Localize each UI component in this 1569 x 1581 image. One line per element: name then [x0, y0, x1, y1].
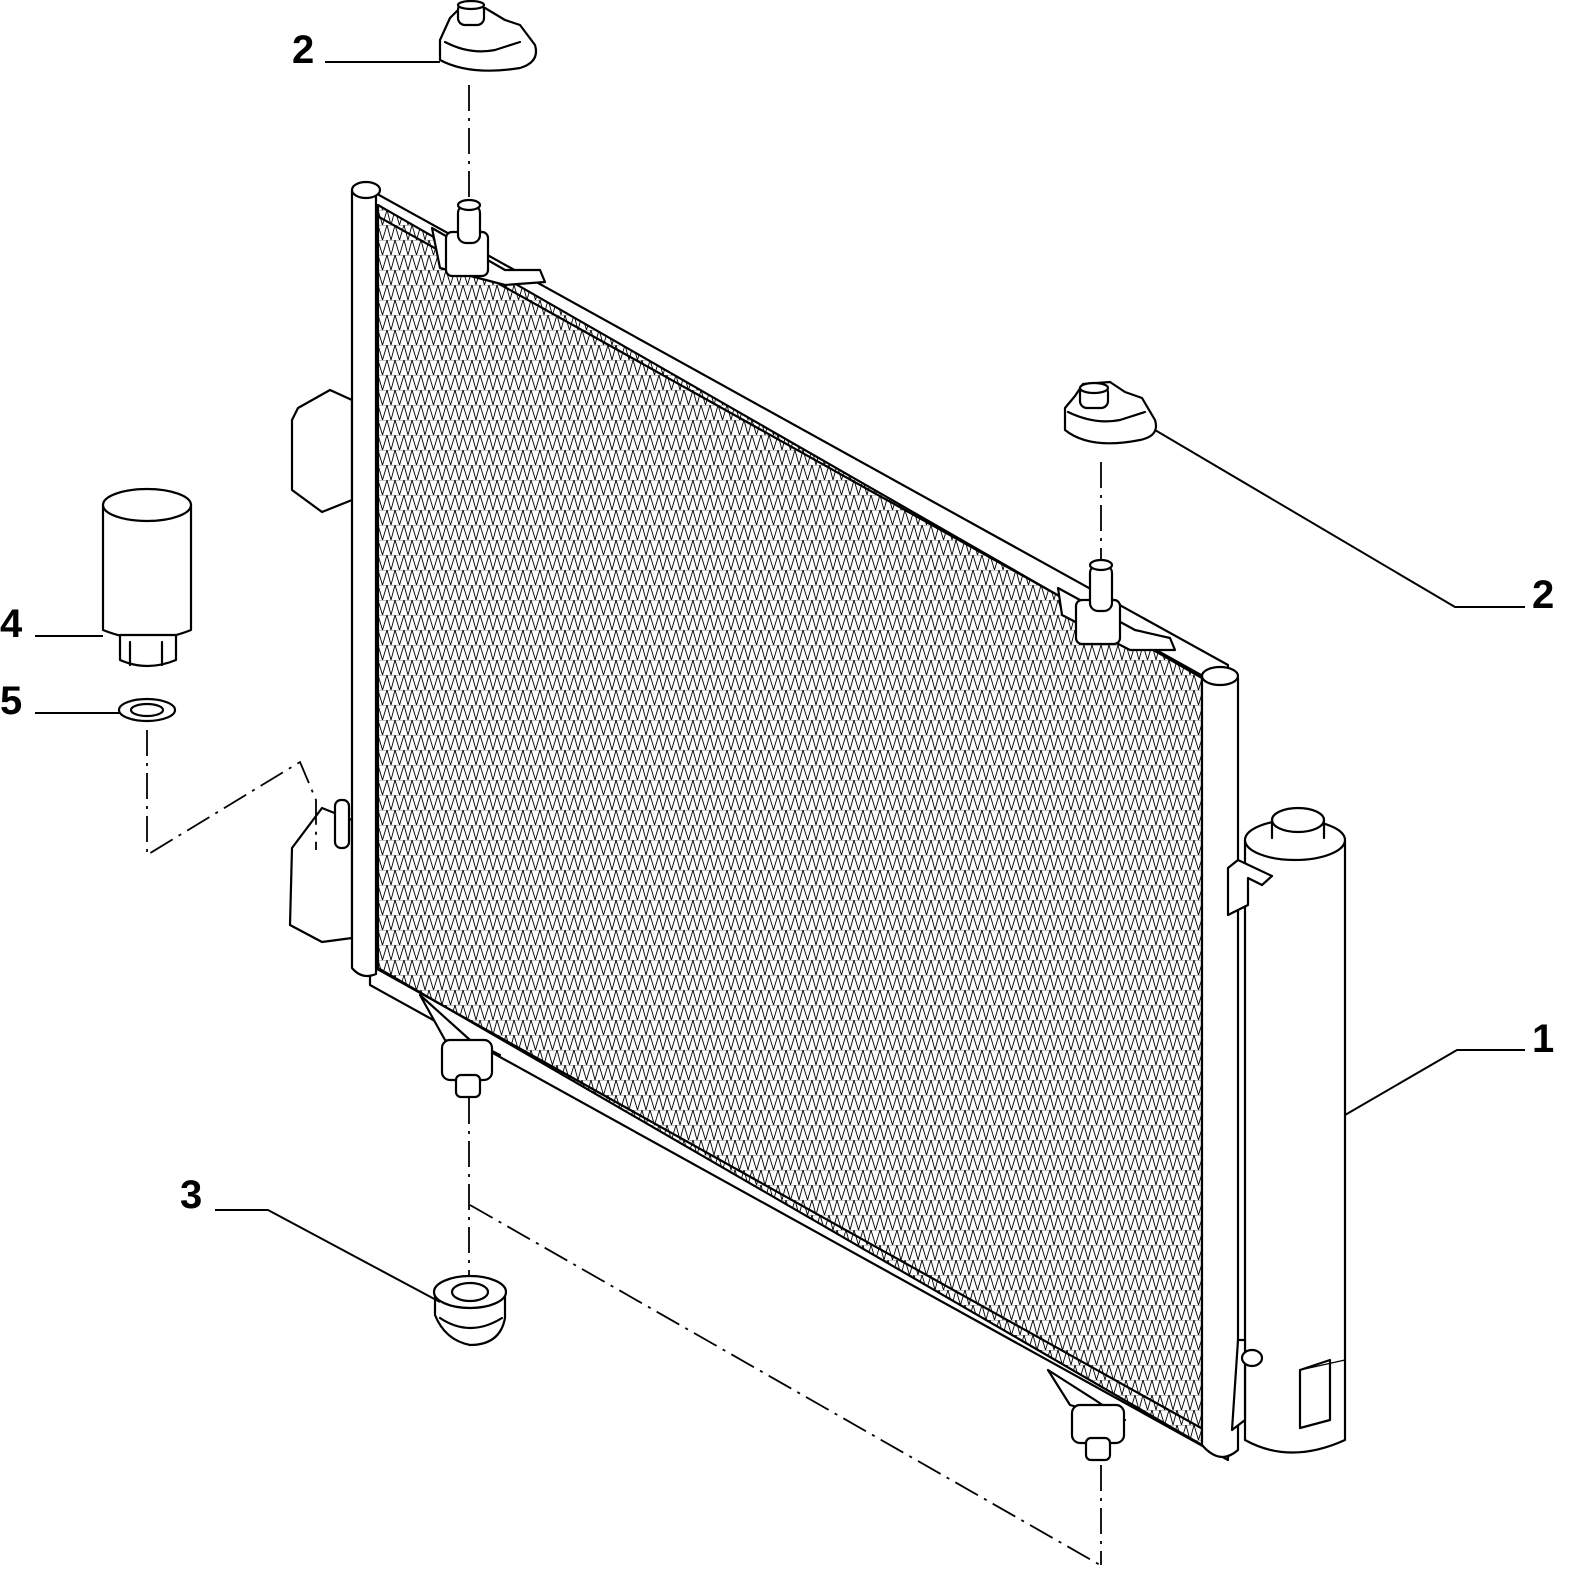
receiver-port: [1240, 1348, 1264, 1368]
fin-matrix: [378, 205, 1202, 1445]
filter-cartridge: [101, 487, 193, 668]
callout-2-top-left: 2: [292, 28, 314, 72]
alignment-lines: [146, 85, 1102, 1566]
grommet-bottom: [432, 1274, 508, 1347]
left-tank: [350, 188, 378, 978]
callout-2-right: 2: [1532, 573, 1554, 617]
callout-4: 4: [0, 602, 23, 646]
rubber-mount-top-right: [1063, 380, 1158, 445]
callout-3: 3: [180, 1173, 202, 1217]
bottom-right-pin: [1084, 1436, 1112, 1462]
left-upper-bracket: [290, 388, 354, 514]
seal-ring: [117, 697, 177, 723]
callout-5: 5: [0, 679, 22, 723]
callout-1: 1: [1532, 1017, 1554, 1061]
bottom-left-pin: [454, 1073, 482, 1099]
top-right-boss-plate: [1056, 586, 1177, 652]
receiver-drier-body: [1243, 838, 1347, 1454]
receiver-clip: [1226, 858, 1274, 917]
left-lower-pin: [333, 798, 351, 850]
condenser-core: [288, 180, 1347, 1462]
rubber-mount-top-left: [438, 0, 538, 72]
leader-lines: [35, 61, 1525, 1303]
top-right-pin: [1088, 563, 1114, 613]
right-tank: [1200, 676, 1240, 1458]
